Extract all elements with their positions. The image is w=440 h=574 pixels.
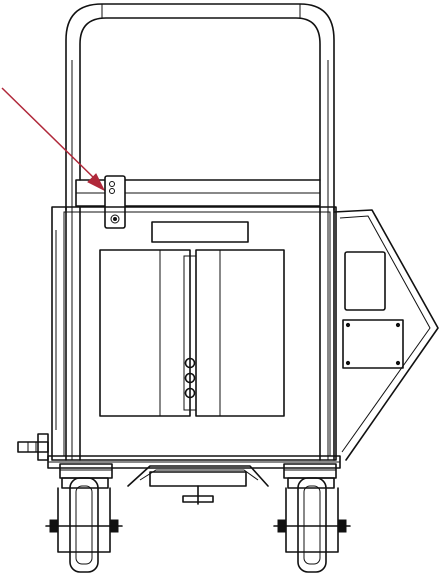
left-door-panel (99, 249, 191, 417)
pedal-icon (127, 465, 269, 505)
latch-bracket-icon (104, 175, 126, 229)
hole-icon (184, 357, 196, 369)
center-holes (184, 357, 196, 399)
door-panels (99, 249, 285, 417)
side-stub-icon (17, 433, 49, 461)
right-door-panel (195, 249, 285, 417)
hole-icon (184, 387, 196, 399)
left-caster-icon (45, 463, 123, 573)
cart-body (47, 206, 341, 469)
callout-arrow-icon (1, 87, 106, 192)
lower-vent-icon (342, 319, 404, 369)
hole-icon (184, 372, 196, 384)
handle-icon (65, 3, 335, 211)
right-caster-icon (273, 463, 351, 573)
label-plate-icon (151, 221, 249, 243)
side-panel (333, 209, 439, 461)
upper-vent-icon (344, 251, 386, 311)
